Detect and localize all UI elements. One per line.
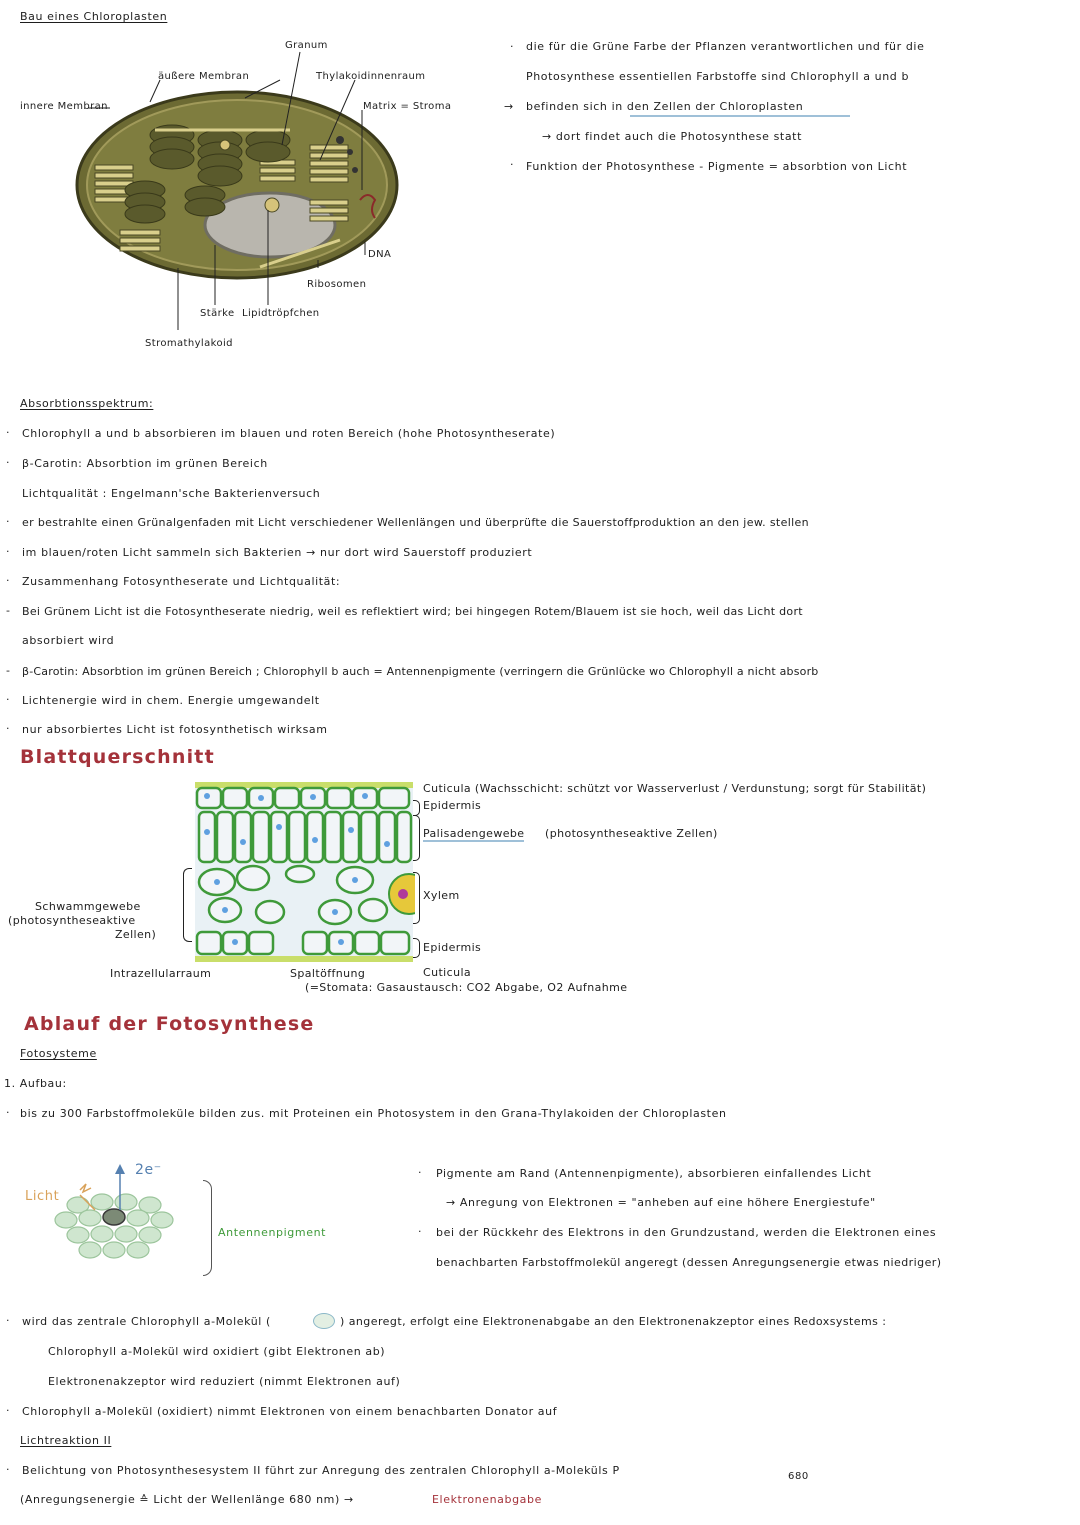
- bracket: [203, 1180, 212, 1276]
- reaction-line-2: (Anregungsenergie ≙ Licht der Wellenläng…: [20, 1493, 354, 1506]
- label-epidermis-top: Epidermis: [423, 799, 482, 812]
- donor-line: Chlorophyll a-Molekül (oxidiert) nimmt E…: [22, 1405, 558, 1418]
- bullet: ·: [6, 693, 11, 706]
- bullet: ·: [6, 456, 11, 469]
- photosystem-illustration: [54, 1164, 174, 1259]
- process-heading: Ablauf der Fotosynthese: [24, 1013, 315, 1035]
- dash: -: [6, 604, 11, 617]
- bullet: ·: [6, 1463, 11, 1476]
- electron-label: 2e⁻: [135, 1162, 162, 1178]
- absorption-line-2: β-Carotin: Absorbtion im grünen Bereich: [22, 457, 268, 470]
- label-palisade: Palisadengewebe: [423, 827, 525, 842]
- bullet: ·: [6, 1404, 11, 1417]
- label-outer-membrane: äußere Membran: [158, 71, 250, 82]
- bullet: ·: [6, 515, 11, 528]
- label-cuticula-bottom: Cuticula: [423, 966, 472, 979]
- label-lipid: Lipidtröpfchen: [242, 308, 320, 319]
- bullet: ·: [6, 574, 11, 587]
- label-inner-membrane: innere Membran: [20, 101, 108, 112]
- process-note-4: benachbarten Farbstoffmolekül angeregt (…: [436, 1256, 942, 1269]
- chloroplast-note-2: Photosynthese essentiellen Farbstoffe si…: [526, 70, 910, 83]
- bracket: [413, 938, 420, 958]
- absorption-line-8: absorbiert wird: [22, 634, 115, 647]
- absorption-line-7: Bei Grünem Licht ist die Fotosyntheserat…: [22, 605, 803, 618]
- bracket: [413, 872, 420, 924]
- label-palisade-note: (photosyntheseaktive Zellen): [545, 827, 718, 840]
- absorption-line-9: β-Carotin: Absorbtion im grünen Bereich …: [22, 665, 819, 678]
- chloroplast-heading: Bau eines Chloroplasten: [20, 10, 168, 23]
- dash: -: [6, 664, 11, 677]
- label-granum: Granum: [285, 40, 328, 51]
- chloroplast-note-4: → dort findet auch die Photosynthese sta…: [542, 130, 802, 143]
- absorption-line-6: Zusammenhang Fotosyntheserate und Lichtq…: [22, 575, 341, 588]
- bullet: ·: [418, 1225, 423, 1238]
- leaf-cross-section-illustration: [195, 782, 415, 962]
- label-matrix: Matrix = Stroma: [363, 101, 452, 112]
- bullet: ·: [6, 426, 11, 439]
- label-ribosomes: Ribosomen: [307, 279, 367, 290]
- oxidized-line: Chlorophyll a-Molekül wird oxidiert (gib…: [48, 1345, 386, 1358]
- reaction-line-1: Belichtung von Photosynthesesystem II fü…: [22, 1464, 620, 1477]
- bracket: [183, 868, 192, 942]
- absorption-line-11: nur absorbiertes Licht ist fotosynthetis…: [22, 723, 328, 736]
- label-stoma: Spaltöffnung: [290, 967, 366, 980]
- process-note-3: bei der Rückkehr des Elektrons in den Gr…: [436, 1226, 937, 1239]
- label-stoma-note: (=Stomata: Gasaustausch: CO2 Abgabe, O2 …: [305, 981, 628, 994]
- bullet: ·: [6, 722, 11, 735]
- excite-line-b: ) angeregt, erfolgt eine Elektronenabgab…: [340, 1315, 887, 1328]
- bullet: ·: [510, 40, 515, 53]
- bracket: [413, 800, 420, 816]
- label-sponge-3: Zellen): [115, 928, 157, 941]
- bracket: [413, 815, 420, 861]
- absorption-line-3: Lichtqualität : Engelmann'sche Bakterien…: [22, 487, 321, 500]
- process-note-2: → Anregung von Elektronen = "anheben auf…: [446, 1196, 876, 1209]
- light-label: Licht: [25, 1189, 60, 1204]
- absorption-line-10: Lichtenergie wird in chem. Energie umgew…: [22, 694, 320, 707]
- bullet: ·: [418, 1166, 423, 1179]
- chloroplast-note-3: befinden sich in den Zellen der Chloropl…: [526, 100, 804, 113]
- process-step-1: 1. Aufbau:: [4, 1077, 67, 1090]
- chloroplast-note-5: Funktion der Photosynthese - Pigmente = …: [526, 160, 908, 173]
- excite-line-a: wird das zentrale Chlorophyll a-Molekül …: [22, 1315, 271, 1328]
- note-underline: [630, 115, 850, 117]
- label-cuticula-top: Cuticula (Wachsschicht: schützt vor Wass…: [423, 782, 927, 795]
- label-thylakoid-lumen: Thylakoidinnenraum: [316, 71, 426, 82]
- process-line-1: bis zu 300 Farbstoffmoleküle bilden zus.…: [20, 1107, 727, 1120]
- bullet: ·: [6, 1314, 11, 1327]
- absorption-heading: Absorbtionsspektrum:: [20, 397, 154, 410]
- label-xylem: Xylem: [423, 889, 460, 902]
- reduced-line: Elektronenakzeptor wird reduziert (nimmt…: [48, 1375, 401, 1388]
- antenna-label: Antennenpigment: [218, 1226, 327, 1239]
- label-stroma-thylakoid: Stromathylakoid: [145, 338, 233, 349]
- label-intercellular: Intrazellularraum: [110, 967, 212, 980]
- bullet: ·: [6, 1106, 11, 1119]
- label-starch: Stärke: [200, 308, 235, 319]
- arrow-icon: →: [504, 100, 514, 113]
- chloroplast-illustration: [75, 51, 399, 330]
- label-sponge-2: (photosyntheseaktive: [8, 914, 136, 927]
- reaction-heading: Lichtreaktion II: [20, 1434, 112, 1447]
- label-dna: DNA: [368, 249, 392, 260]
- label-epidermis-bottom: Epidermis: [423, 941, 482, 954]
- reaction-subscript: 680: [788, 1471, 809, 1482]
- process-subheading: Fotosysteme: [20, 1047, 97, 1060]
- absorption-line-5: im blauen/roten Licht sammeln sich Bakte…: [22, 546, 533, 559]
- bullet: ·: [6, 545, 11, 558]
- chloroplast-note-1: die für die Grüne Farbe der Pflanzen ver…: [526, 40, 925, 53]
- bullet: ·: [510, 158, 515, 171]
- label-sponge-1: Schwammgewebe: [35, 900, 141, 913]
- absorption-line-4: er bestrahlte einen Grünalgenfaden mit L…: [22, 516, 809, 529]
- leaf-heading: Blattquerschnitt: [20, 746, 215, 768]
- process-note-1: Pigmente am Rand (Antennenpigmente), abs…: [436, 1167, 872, 1180]
- absorption-line-1: Chlorophyll a und b absorbieren im blaue…: [22, 427, 556, 440]
- chlorophyll-a-symbol: [313, 1313, 335, 1329]
- reaction-line-2-highlight: Elektronenabgabe: [432, 1493, 542, 1506]
